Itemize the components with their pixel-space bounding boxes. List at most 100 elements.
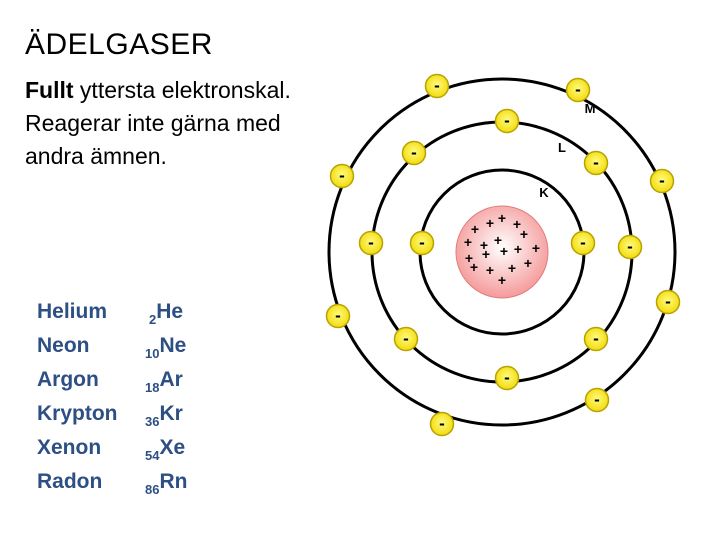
electron: - <box>617 234 643 260</box>
electron-circle <box>617 234 643 260</box>
electron-circle <box>565 77 591 103</box>
electron-sign: - <box>594 390 600 409</box>
element-symbol: Kr <box>159 402 183 425</box>
electron-sign: - <box>434 76 440 95</box>
shell-m <box>327 77 677 427</box>
proton: + <box>486 215 494 231</box>
electron-circle <box>583 150 609 176</box>
gas-name: Xenon <box>37 436 102 459</box>
proton: + <box>520 226 528 242</box>
electron-sign: - <box>665 292 671 311</box>
electron-sign: - <box>593 329 599 348</box>
electron-sign: - <box>659 171 665 190</box>
proton: + <box>514 241 522 257</box>
electron: - <box>409 230 435 256</box>
proton: + <box>513 216 521 232</box>
proton: + <box>498 272 506 288</box>
atomic-number: 86 <box>145 482 160 497</box>
electron-sign: - <box>419 233 425 252</box>
proton: + <box>532 240 540 256</box>
noble-gas-list: Helium 2He Neon 10Ne Argon 18Ar Krypton … <box>37 300 207 504</box>
electron: - <box>649 168 675 194</box>
electron-circle <box>584 387 610 413</box>
electron: - <box>393 326 419 352</box>
gas-name: Argon <box>37 368 99 391</box>
electron-sign: - <box>403 329 409 348</box>
electron-circle <box>494 108 520 134</box>
proton: + <box>508 260 516 276</box>
gas-row-argon: Argon 18Ar <box>37 368 207 402</box>
electron: - <box>401 140 427 166</box>
electron-sign: - <box>368 233 374 252</box>
electron: - <box>325 303 351 329</box>
atomic-number: 10 <box>145 346 160 361</box>
nucleus: ++++++++++++++++++ <box>455 205 549 299</box>
proton: + <box>464 234 472 250</box>
description-bold: Fullt <box>25 77 74 103</box>
electron: - <box>494 365 520 391</box>
description-line-2: Reagerar inte gärna med <box>25 110 281 136</box>
gas-name: Neon <box>37 334 90 357</box>
electron-circle <box>424 73 450 99</box>
shell-label-l: L <box>558 140 566 155</box>
gas-row-xenon: Xenon 54Xe <box>37 436 207 470</box>
proton: + <box>486 262 494 278</box>
electron-circle <box>583 326 609 352</box>
gas-row-helium: Helium 2He <box>37 300 207 334</box>
element-symbol: Ne <box>159 334 187 357</box>
electron-circle <box>570 230 596 256</box>
electron-sign: - <box>335 306 341 325</box>
gas-row-krypton: Krypton 36Kr <box>37 402 207 436</box>
gas-symbol: 10Ne <box>145 334 187 361</box>
gas-name: Radon <box>37 470 103 493</box>
electron-circle <box>409 230 435 256</box>
gas-name: Krypton <box>37 402 118 425</box>
electron-sign: - <box>504 111 510 130</box>
gas-name: Helium <box>37 300 108 323</box>
proton: + <box>470 259 478 275</box>
gas-symbol: 86Rn <box>145 470 188 497</box>
electron-sign: - <box>339 166 345 185</box>
description-line-3: andra ämnen. <box>25 143 167 169</box>
electron: - <box>583 326 609 352</box>
nucleus-circle <box>455 205 549 299</box>
electron: - <box>584 387 610 413</box>
atomic-number: 18 <box>145 380 160 395</box>
proton: + <box>498 210 506 226</box>
electron-circle <box>429 411 455 437</box>
atomic-number: 54 <box>145 448 160 463</box>
electron-sign: - <box>504 368 510 387</box>
electron: - <box>655 289 681 315</box>
electron: - <box>565 77 591 103</box>
proton: + <box>480 237 488 253</box>
electron: - <box>329 163 355 189</box>
proton: + <box>524 255 532 271</box>
proton: + <box>482 246 490 262</box>
electron-circle <box>358 230 384 256</box>
proton: + <box>500 243 508 259</box>
electron-circle <box>329 163 355 189</box>
electron-circle <box>649 168 675 194</box>
element-symbol: Xe <box>159 436 186 459</box>
electron: - <box>358 230 384 256</box>
electron-circle <box>393 326 419 352</box>
element-symbol: Rn <box>159 470 188 493</box>
proton: + <box>471 221 479 237</box>
gas-symbol: 18Ar <box>145 368 183 395</box>
electron: - <box>494 108 520 134</box>
electron-sign: - <box>575 80 581 99</box>
shell-label-m: M <box>585 101 596 116</box>
page-title: ÄDELGASER <box>25 28 213 61</box>
electron-sign: - <box>593 153 599 172</box>
electron: - <box>583 150 609 176</box>
gas-row-radon: Radon 86Rn <box>37 470 207 504</box>
electron-sign: - <box>411 143 417 162</box>
electron-sign: - <box>439 414 445 433</box>
electrons: ------------------ <box>325 73 681 437</box>
proton: + <box>465 250 473 266</box>
proton: + <box>494 232 502 248</box>
atomic-number: 2 <box>149 312 157 327</box>
electron: - <box>570 230 596 256</box>
gas-row-neon: Neon 10Ne <box>37 334 207 368</box>
